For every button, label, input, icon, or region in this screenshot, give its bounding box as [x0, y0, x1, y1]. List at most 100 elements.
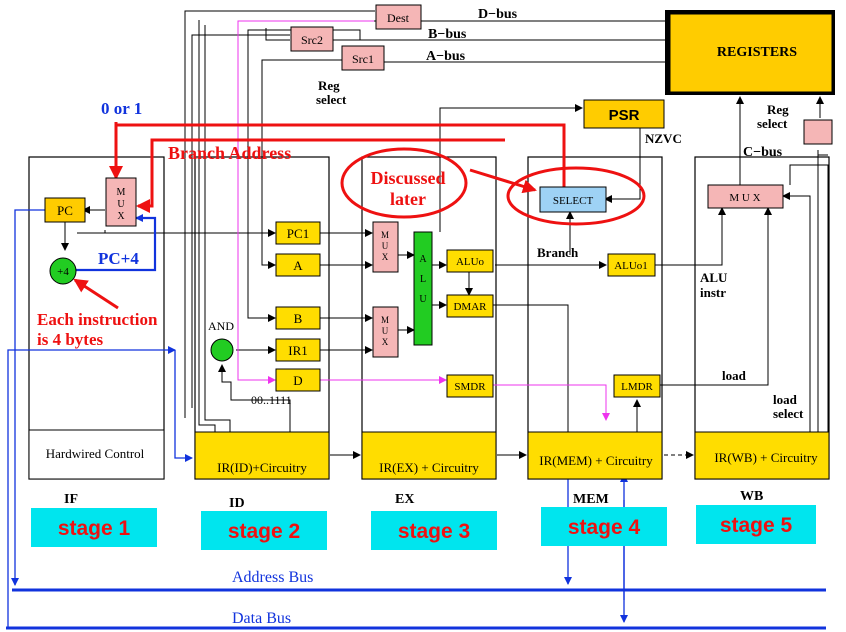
- src1-box: Src1: [352, 52, 374, 66]
- a-label: A: [293, 258, 303, 273]
- pc-plus-4-label: PC+4: [98, 249, 139, 268]
- a-bus-label: A−bus: [426, 49, 466, 64]
- if-stage: PC M U X +4 Hardwired Control: [28, 177, 165, 480]
- stage-badges: stage 1 stage 2 stage 3 stage 4 stage 5: [31, 505, 816, 550]
- d-label: D: [293, 373, 302, 388]
- if-mux-x: X: [117, 211, 125, 222]
- alu-a: A: [419, 254, 427, 265]
- stage-name-id: ID: [229, 496, 245, 511]
- stage-name-if: IF: [64, 492, 78, 507]
- aluo-register: [446, 249, 494, 273]
- d-register: [275, 368, 321, 392]
- main-bus-labels: Address Bus Data Bus: [232, 569, 313, 627]
- src2-box: Src2: [301, 33, 323, 47]
- select-box: [539, 186, 607, 213]
- ir-id-box: [194, 431, 330, 480]
- aluo1-register: [607, 253, 656, 277]
- bus-labels: D−bus B−bus A−bus C−bus: [426, 7, 783, 160]
- and-gate: [210, 338, 234, 362]
- reg-select-top-line2: select: [316, 92, 347, 107]
- c-bus-label: C−bus: [743, 145, 783, 160]
- select-label: SELECT: [553, 195, 594, 207]
- discussed-line2: later: [390, 189, 426, 209]
- stage-5-badge: stage 5: [720, 514, 793, 537]
- pc-register: [44, 197, 86, 223]
- lmdr-label: LMDR: [621, 381, 653, 393]
- reg-select-labels: Reg select Reg select: [316, 78, 789, 131]
- dmar-register: [446, 294, 494, 318]
- load-label: load: [722, 368, 747, 383]
- mem-stage: SELECT Branch ALUo1 LMDR IR(MEM) + Circu…: [527, 186, 663, 480]
- ir-ex-box: [361, 431, 497, 480]
- dest-box: Dest: [387, 11, 410, 25]
- address-bus-label: Address Bus: [232, 569, 313, 586]
- ex-stage: M U X M U X A L U ALUo DMAR SMDR IR(EX) …: [361, 221, 497, 480]
- if-mux-m: M: [117, 187, 126, 198]
- a-register: [275, 253, 321, 277]
- stage-1-badge: stage 1: [58, 517, 131, 540]
- ex-mux-top-x: X: [382, 252, 389, 262]
- ir-id-label: IR(ID)+Circuitry: [217, 460, 307, 475]
- ex-mux-top: [372, 221, 399, 273]
- blue-wires: [6, 209, 826, 630]
- ex-mux-bottom: [372, 306, 399, 358]
- load-select-line1: load: [773, 392, 798, 407]
- psr-flags: NZVC: [645, 131, 682, 146]
- stage-4-badge: stage 4: [568, 516, 641, 539]
- zero-or-one-label: 0 or 1: [101, 99, 142, 118]
- ir-wb-box: [694, 431, 830, 480]
- alu-instr-line2: instr: [700, 285, 726, 300]
- ir1-label: IR1: [288, 343, 308, 358]
- alu-instr-line1: ALU: [700, 270, 728, 285]
- stage-3-badge-bg: [371, 511, 497, 550]
- stage-name-wb: WB: [740, 489, 763, 504]
- discussed-line1: Discussed: [370, 168, 445, 188]
- operand-boxes: Dest Src2 Src1: [290, 4, 422, 71]
- ir-mem-box: [527, 431, 663, 480]
- if-mux: [105, 177, 137, 227]
- ir-mem-label: IR(MEM) + Circuitry: [539, 453, 653, 468]
- red-arrows: [73, 122, 646, 310]
- ir-ex-label: IR(EX) + Circuitry: [379, 460, 479, 475]
- each-instruction-line1: Each instruction: [37, 310, 158, 329]
- black-wires: [61, 10, 829, 470]
- stage-3-badge: stage 3: [398, 520, 470, 543]
- ir-wb-label: IR(WB) + Circuitry: [714, 450, 818, 465]
- magenta-wires: [237, 20, 610, 421]
- ex-mux-top-u: U: [382, 241, 389, 251]
- alu-l: L: [420, 274, 426, 285]
- stage-1-badge-bg: [31, 508, 157, 547]
- reg-select-box: [803, 119, 833, 145]
- b-label: B: [294, 311, 303, 326]
- each-instruction-line2: is 4 bytes: [37, 330, 104, 349]
- reg-select-right-line1: Reg: [767, 102, 789, 117]
- branch-address-label: Branch Address: [168, 143, 291, 163]
- hardwired-control-label: Hardwired Control: [46, 446, 145, 461]
- if-mux-u: U: [117, 199, 125, 210]
- opcode-pattern-label: 00..1111: [251, 393, 292, 407]
- pc1-label: PC1: [287, 226, 309, 241]
- ex-mux-bottom-m: M: [381, 315, 389, 325]
- psr-register: PSR NZVC: [583, 99, 682, 146]
- registers-label: REGISTERS: [717, 45, 797, 60]
- ex-mux-top-m: M: [381, 230, 389, 240]
- stage-name-ex: EX: [395, 492, 414, 507]
- stage-2-badge-bg: [201, 511, 327, 550]
- annotation-text: 0 or 1 Branch Address Discussed later PC…: [37, 99, 446, 349]
- load-select-line2: select: [773, 406, 804, 421]
- aluo1-label: ALUo1: [614, 260, 648, 272]
- stage-5-badge-bg: [696, 505, 816, 544]
- plus4-adder: [49, 257, 77, 285]
- b-register: [275, 306, 321, 330]
- ir1-register: [275, 338, 321, 362]
- wb-mux-label: M U X: [729, 192, 760, 204]
- branch-label: Branch: [537, 245, 579, 260]
- d-bus-label: D−bus: [478, 7, 518, 22]
- pc1-register: [275, 221, 321, 245]
- alu-u: U: [419, 294, 427, 305]
- reg-select-top-line1: Reg: [318, 78, 340, 93]
- stage-2-badge: stage 2: [228, 520, 300, 543]
- and-gate-label: AND: [208, 319, 234, 333]
- ex-mux-bottom-x: X: [382, 337, 389, 347]
